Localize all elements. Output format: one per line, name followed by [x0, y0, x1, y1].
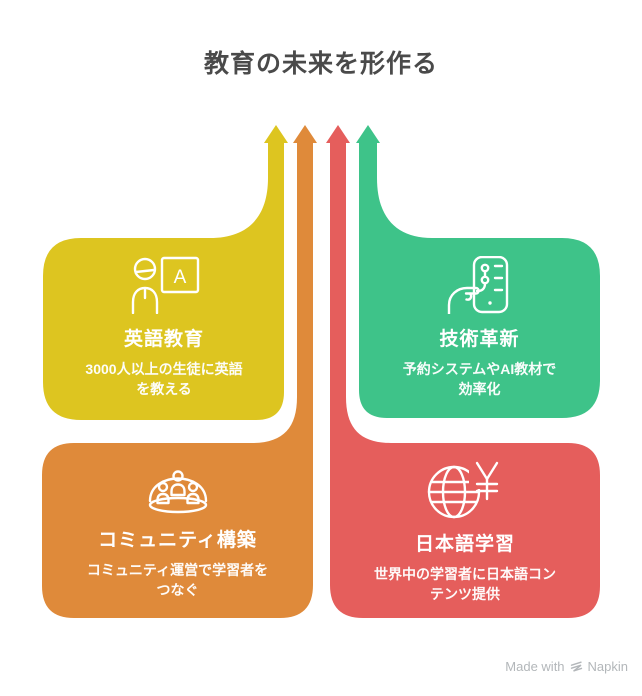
card-description: コミュニティ運営で学習者を つなぐ	[86, 562, 269, 598]
card-description: 予約システムやAI教材で 効率化	[402, 361, 557, 397]
card-title: コミュニティ構築	[98, 530, 257, 551]
hand-phone-checklist-icon	[447, 256, 508, 314]
made-with-label: Made with	[505, 659, 565, 674]
feature-card-community-building: コミュニティ構築 コミュニティ運営で学習者を つなぐ	[42, 443, 313, 634]
made-with-credit: Made with Napkin	[505, 659, 628, 674]
page-title: 教育の未来を形作る	[203, 50, 438, 78]
card-title: 英語教育	[123, 329, 204, 350]
napkin-logo-icon	[570, 661, 582, 672]
community-people-icon	[148, 470, 207, 514]
card-title: 技術革新	[439, 329, 520, 350]
japanese-block-arrow-shape	[326, 125, 600, 618]
globe-yen-icon	[427, 459, 505, 519]
tech-block-arrow-shape	[356, 125, 600, 418]
community-block-arrow-shape	[42, 125, 317, 618]
brand-name: Napkin	[587, 659, 628, 674]
card-description: 世界中の学習者に日本語コン テンツ提供	[374, 566, 556, 602]
feature-card-english-education: A 英語教育 3000人以上の生徒に英語 を教える	[43, 238, 285, 438]
card-description: 3000人以上の生徒に英語 を教える	[85, 361, 243, 397]
whiteboard-letter: A	[174, 267, 187, 288]
feature-card-tech-innovation: 技術革新 予約システムやAI教材で 効率化	[359, 238, 600, 436]
card-title: 日本語学習	[414, 534, 515, 555]
teacher-whiteboard-icon: A	[131, 256, 200, 314]
feature-card-japanese-learning: 日本語学習 世界中の学習者に日本語コン テンツ提供	[330, 443, 600, 634]
english-block-arrow-shape	[43, 125, 288, 420]
